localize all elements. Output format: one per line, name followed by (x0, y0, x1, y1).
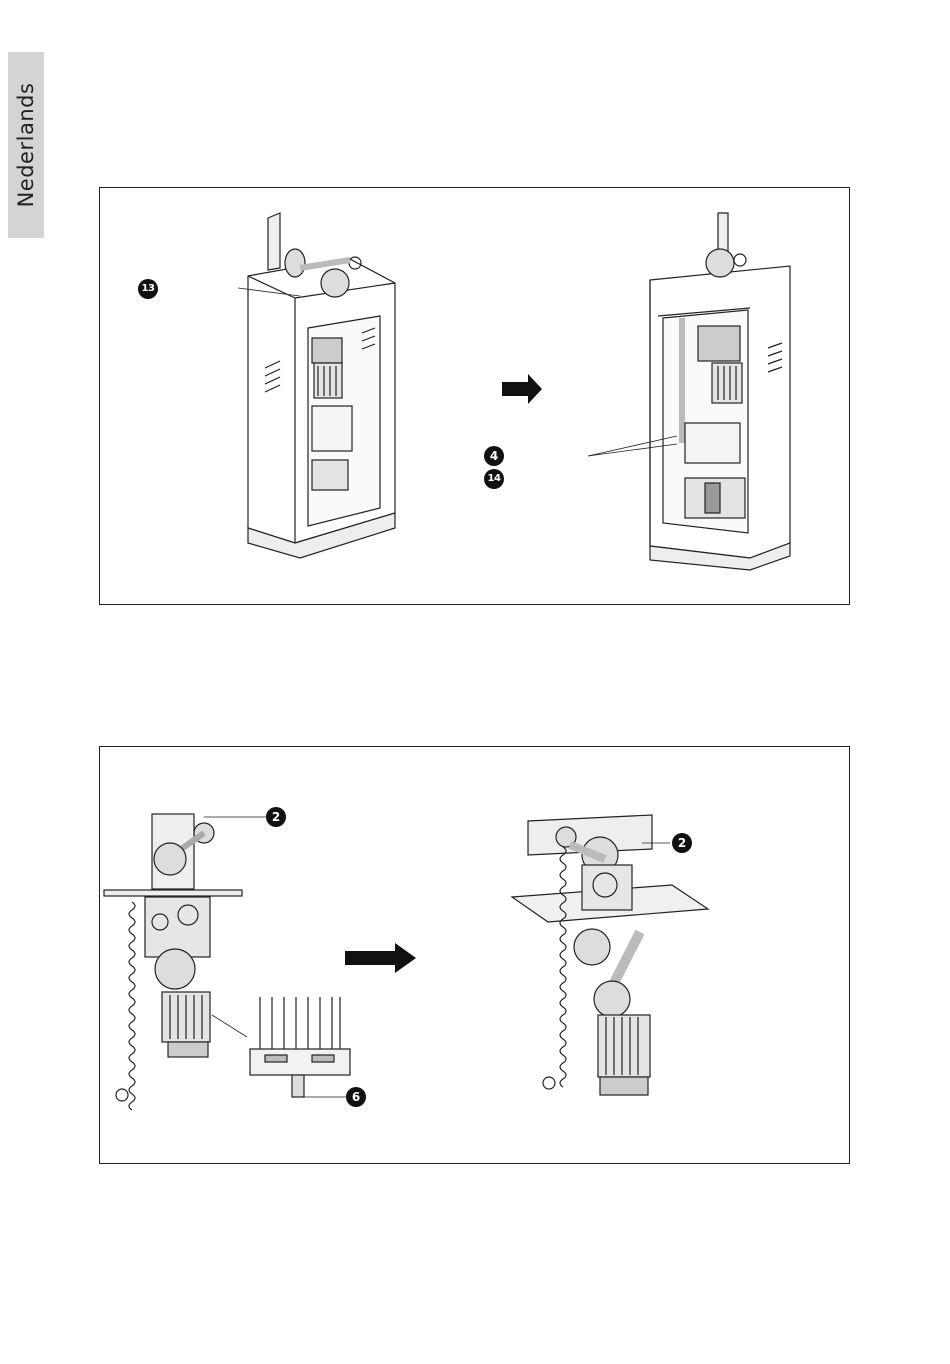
cabinet-right-drawing (650, 213, 790, 570)
callout-14: 14 (484, 469, 504, 489)
figure-cabinet-open: 13 4 14 (99, 187, 850, 605)
language-tab: Nederlands (8, 52, 44, 238)
arrow-right-icon (345, 943, 416, 973)
callout-6: 6 (346, 1087, 366, 1107)
callout-4: 4 (484, 446, 504, 466)
figure-motor-assembly: 2 6 2 (99, 746, 850, 1164)
arrow-right-icon (502, 374, 542, 404)
mechanism-right-drawing (512, 815, 708, 1095)
callout-2-right: 2 (672, 833, 692, 853)
mechanism-left-drawing (104, 814, 242, 1110)
language-label: Nederlands (14, 83, 38, 208)
cabinet-left-drawing (248, 213, 395, 558)
cabinet-illustration (100, 188, 849, 604)
motor-detail-drawing (250, 997, 350, 1097)
callout-13: 13 (138, 279, 158, 299)
callout-2-left: 2 (266, 807, 286, 827)
motor-illustration (100, 747, 849, 1163)
